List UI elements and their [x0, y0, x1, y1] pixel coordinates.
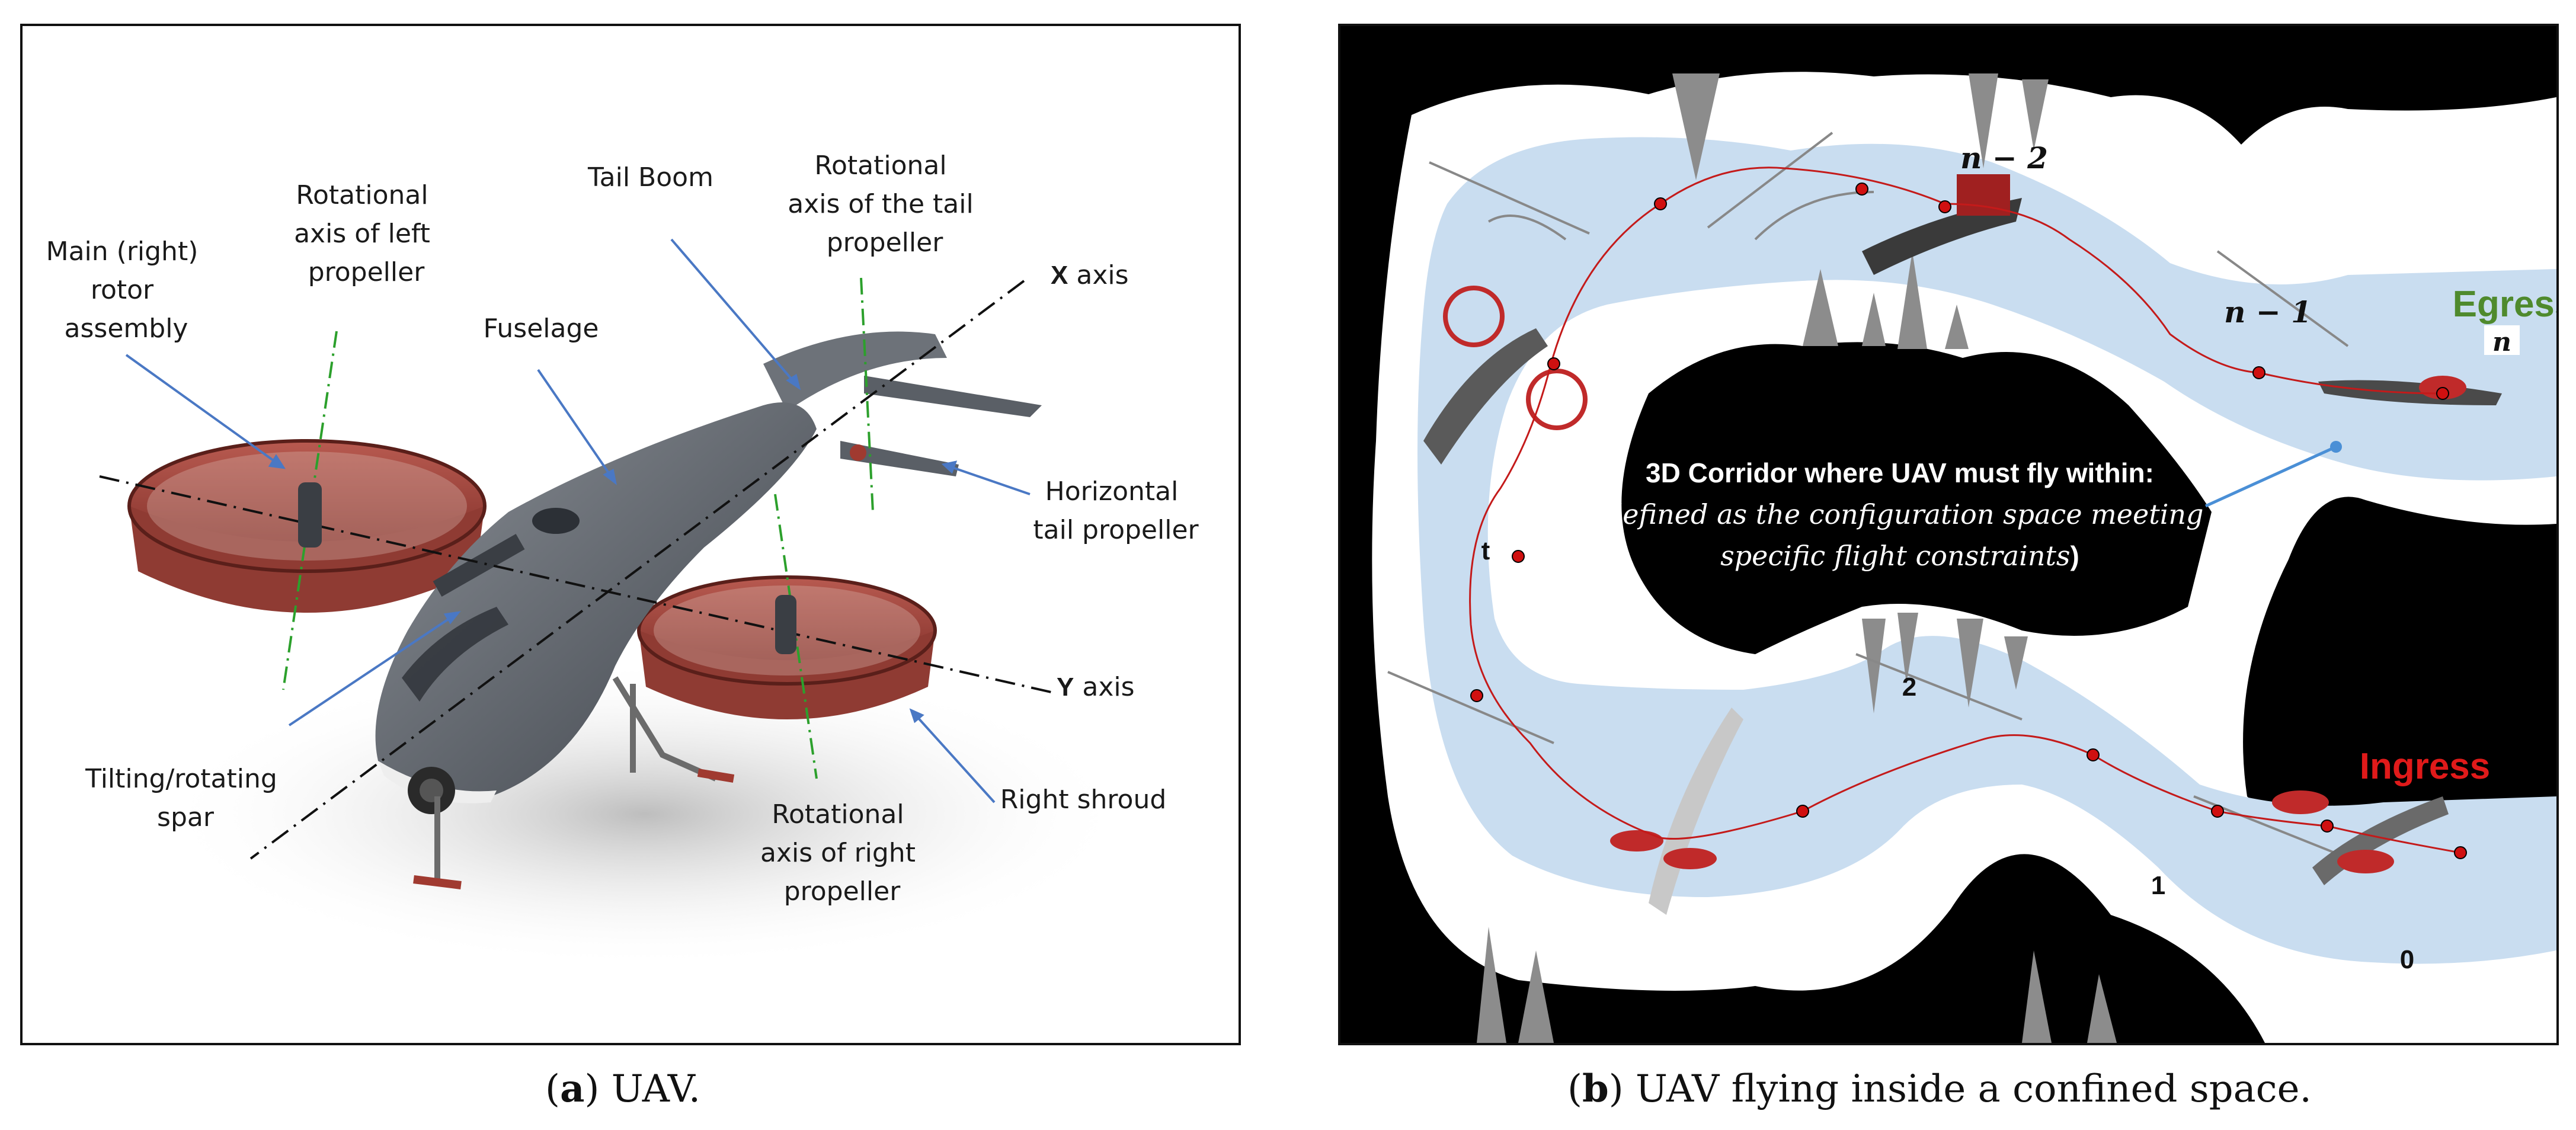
label-fuselage: Fuselage — [484, 313, 599, 344]
label-ingress: Ingress — [2360, 746, 2491, 787]
label-2: 2 — [1902, 673, 1916, 702]
label-right-propeller-axis: Rotational axis of right propeller — [760, 799, 924, 907]
uav-n-minus-2 — [1862, 174, 2022, 275]
uav-2-tilted — [1610, 708, 1743, 915]
landing-gear — [413, 676, 735, 889]
label-tail-propeller-axis: Rotational axis of the tail propeller — [788, 151, 981, 258]
caption-b: (b) UAV flying inside a confined space. — [1567, 1067, 2312, 1111]
label-tail-boom: Tail Boom — [587, 162, 713, 193]
waypoints — [1470, 183, 2467, 859]
uav-0 — [2272, 790, 2449, 885]
label-n: n — [2492, 327, 2511, 357]
ground-shadow — [159, 660, 1131, 968]
label-n-minus-2: n − 2 — [1960, 140, 2048, 175]
rock-formations — [1477, 73, 2117, 1043]
left-rotor-hub — [298, 482, 322, 548]
left-propeller-axis-line — [282, 331, 338, 690]
corridor-callout-line — [2204, 445, 2337, 508]
label-right-shroud: Right shroud — [1000, 785, 1167, 815]
caption-a: (a) UAV. — [545, 1067, 701, 1111]
label-horizontal-tail-propeller: Horizontal tail propeller — [1033, 476, 1199, 545]
label-1: 1 — [2151, 871, 2165, 900]
corridor-callout-dot — [2330, 441, 2342, 453]
uav-illustration: Main (right) rotor assembly Rotational a… — [46, 151, 1199, 968]
callout-arrows — [125, 238, 1031, 804]
tilting-spar — [433, 533, 525, 597]
left-shroud — [127, 439, 487, 613]
label-n-box — [2484, 325, 2520, 355]
label-t: t — [1481, 536, 1490, 565]
corridor-description-line3: specific flight constraints) — [1720, 540, 2079, 572]
right-propeller-axis-line — [774, 494, 818, 779]
tail-fins — [763, 331, 1042, 476]
label-egress: Egress — [2453, 284, 2556, 325]
corridor-description-line2: (defined as the configuration space meet… — [1596, 498, 2203, 530]
label-tilting-spar: Tilting/rotating spar — [85, 764, 286, 833]
tail-propeller-axis-line — [860, 277, 874, 513]
corridor-description-line1: 3D Corridor where UAV must fly within: — [1646, 457, 2154, 488]
panel-a-uav-diagram: Main (right) rotor assembly Rotational a… — [20, 24, 1241, 1045]
x-axis-line — [249, 280, 1025, 860]
central-obstacle — [1621, 342, 2212, 654]
label-n-minus-1: n − 1 — [2224, 294, 2312, 329]
y-axis-line — [99, 475, 1054, 694]
label-0: 0 — [2400, 945, 2414, 974]
confined-space-illustration: Egress n n − 2 n − 1 t 2 1 0 Ingress 3D … — [1372, 72, 2556, 1043]
label-left-propeller-axis: Rotational axis of left propeller — [294, 180, 439, 287]
right-rotor-hub — [775, 595, 796, 654]
label-y-axis: Y axis — [1057, 672, 1135, 702]
label-x-axis: X axis — [1051, 260, 1129, 290]
uav-t — [1423, 286, 1588, 465]
label-main-rotor: Main (right) rotor assembly — [46, 236, 207, 344]
panel-b-confined-space: Egress n n − 2 n − 1 t 2 1 0 Ingress 3D … — [1338, 24, 2559, 1045]
